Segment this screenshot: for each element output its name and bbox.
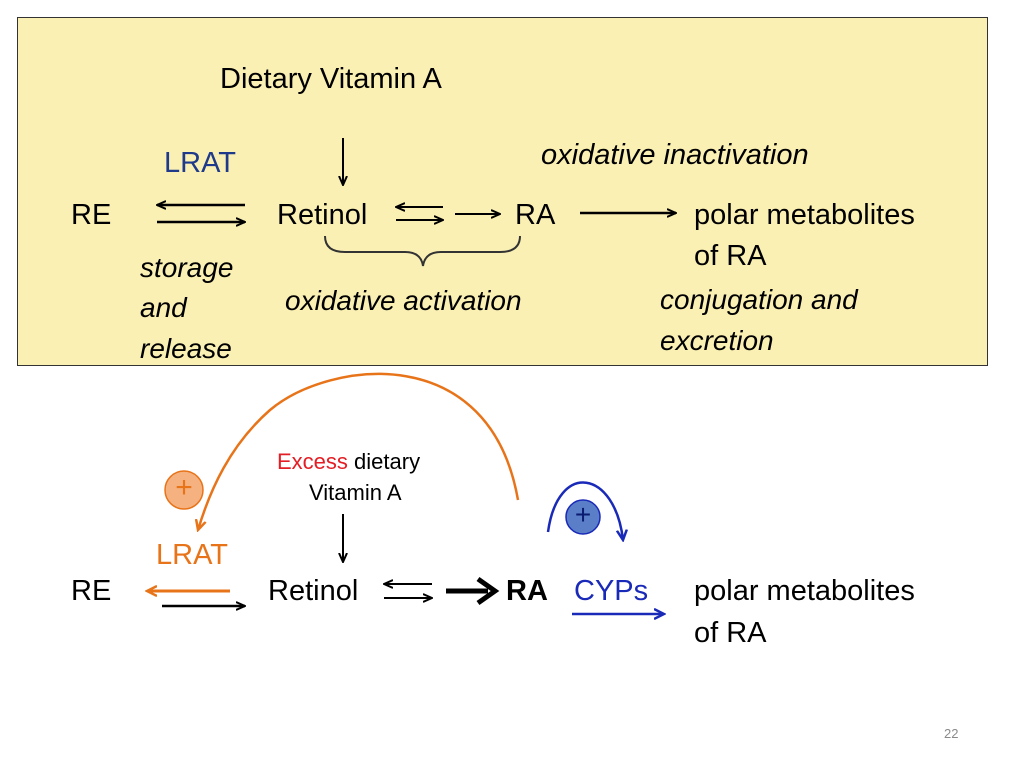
top-oxidative-activation-label: oxidative activation	[285, 285, 522, 316]
bottom-blue-loop-arrow	[546, 481, 623, 540]
bottom-retinol-label: Retinol	[268, 575, 359, 607]
top-re-label: RE	[71, 199, 112, 231]
top-polar-metabolites-line2: of RA	[694, 240, 767, 272]
bottom-lrat-label: LRAT	[156, 539, 228, 571]
bottom-to-ra-thick-arrowhead	[476, 576, 500, 606]
top-conjugation-label-line2: excretion	[660, 325, 774, 356]
top-panel	[17, 17, 988, 366]
top-dietary-vitamin-a-label: Dietary Vitamin A	[220, 63, 442, 95]
bottom-dietary-word: dietary	[354, 449, 421, 474]
top-storage-label-line2: and	[140, 292, 187, 323]
bottom-ra-label: RA	[506, 575, 548, 607]
top-ra-label: RA	[515, 199, 556, 231]
bottom-excess-dietary-line1: Excess dietary	[277, 451, 420, 473]
bottom-polar-metabolites-line2: of RA	[694, 617, 767, 649]
top-lrat-label: LRAT	[164, 147, 236, 179]
bottom-plus-right-circle	[565, 499, 601, 535]
bottom-plus-left-sign: +	[175, 471, 193, 504]
bottom-vitamin-a-label: Vitamin A	[309, 480, 402, 505]
bottom-re-label: RE	[71, 575, 112, 607]
top-oxidative-inactivation-label: oxidative inactivation	[541, 139, 809, 171]
top-storage-label-line3: release	[140, 333, 232, 364]
bottom-plus-right-sign: +	[574, 499, 592, 530]
top-oxidative-activation-brace	[324, 235, 521, 267]
bottom-orange-curve-arrow	[198, 372, 520, 530]
top-polar-metabolites-line1: polar metabolites	[694, 199, 915, 231]
top-retinol-label: Retinol	[277, 199, 368, 231]
bottom-polar-metabolites-line1: polar metabolites	[694, 575, 915, 607]
bottom-excess-word: Excess	[277, 449, 348, 474]
top-storage-label-line1: storage	[140, 252, 234, 283]
bottom-cyps-label: CYPs	[574, 575, 649, 607]
page-number: 22	[944, 726, 959, 741]
top-conjugation-label-line1: conjugation and	[660, 284, 858, 315]
bottom-plus-left-circle	[164, 470, 204, 510]
